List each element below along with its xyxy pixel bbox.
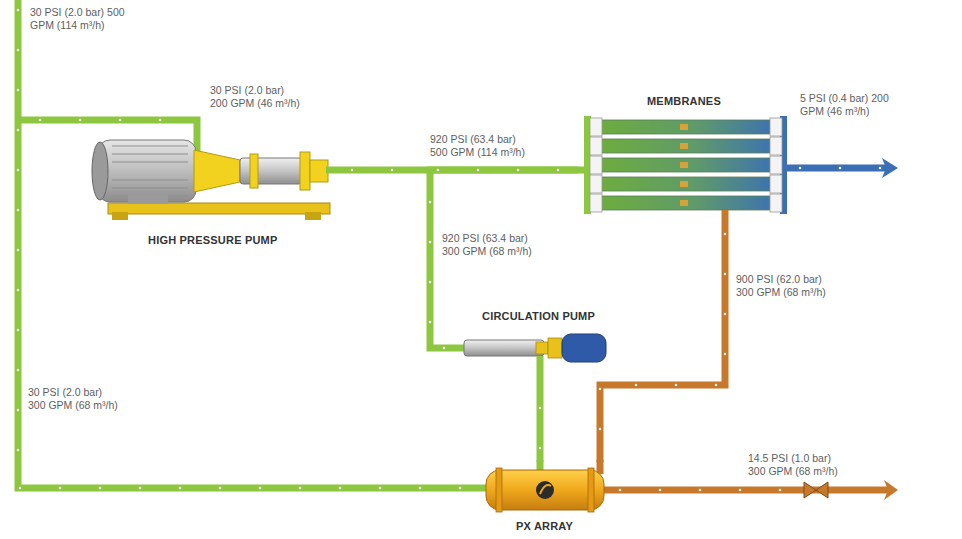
exchanger-box: PX ARRAY [480, 462, 610, 534]
membrane-array [578, 116, 787, 220]
circulation-pump [458, 334, 606, 368]
pump-box: CIRCULATION PUMP [458, 310, 618, 368]
px-array-vessel [486, 460, 604, 512]
flow-condition: 900 PSI (62.0 bar) 300 GPM (68 m³/h) [736, 273, 828, 299]
flow-pipe [537, 368, 544, 462]
component-name: HIGH PRESSURE PUMP [148, 234, 278, 246]
component-name: PX ARRAY [516, 520, 573, 532]
component-name: MEMBRANES [647, 95, 721, 107]
brine-outlet [600, 480, 898, 500]
permeate-outlet [786, 158, 898, 178]
flow-condition: 14.5 PSI (1.0 bar) 300 GPM (68 m³/h) [748, 452, 840, 478]
flow-dots [539, 368, 542, 462]
flow-dots [600, 220, 725, 462]
membrane-box: MEMBRANES [578, 95, 790, 220]
feed-line [18, 0, 486, 488]
flow-dots [18, 10, 486, 488]
flow-condition: 920 PSI (63.4 bar) 300 GPM (68 m³/h) [442, 232, 534, 258]
flow-pipe [600, 220, 725, 462]
flow-condition: 30 PSI (2.0 bar) 300 GPM (68 m³/h) [28, 386, 120, 412]
flow-condition: 30 PSI (2.0 bar) 200 GPM (46 m³/h) [210, 84, 302, 110]
component-name: CIRCULATION PUMP [482, 310, 595, 322]
high-pressure-pump [92, 140, 338, 220]
pump-box: HIGH PRESSURE PUMP [88, 128, 338, 248]
flow-condition: 920 PSI (63.4 bar) 500 GPM (114 m³/h) [430, 133, 527, 159]
flow-condition: 30 PSI (2.0 bar) 500 GPM (114 m³/h) [30, 6, 127, 32]
flow-condition: 5 PSI (0.4 bar) 200 GPM (46 m³/h) [800, 92, 892, 118]
